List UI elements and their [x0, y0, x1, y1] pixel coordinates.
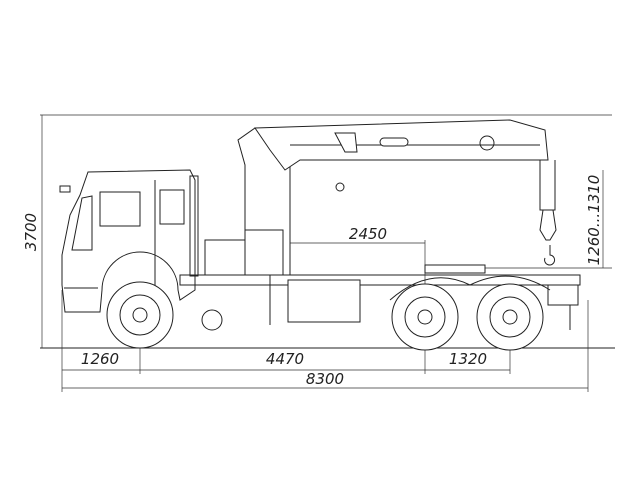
front-overhang-label: 1260	[81, 350, 119, 368]
crane	[237, 119, 557, 325]
chassis	[179, 239, 581, 330]
palfinger-logo	[379, 137, 409, 147]
rear-axle-spacing-label: 1320	[449, 350, 487, 368]
fifth-wheel-offset-label: 2450	[349, 225, 387, 243]
wheelbase-label: 4470	[266, 350, 304, 368]
height-dimension-label: 3700	[22, 213, 40, 251]
rear-wheel-2	[476, 283, 544, 351]
rear-wheel-1	[391, 283, 459, 351]
tank	[201, 309, 223, 331]
truck-cab	[59, 169, 199, 313]
overall-length-label: 8300	[306, 370, 344, 388]
fifth-wheel-height-label: 1260...1310	[585, 175, 603, 266]
front-wheel	[106, 281, 174, 349]
